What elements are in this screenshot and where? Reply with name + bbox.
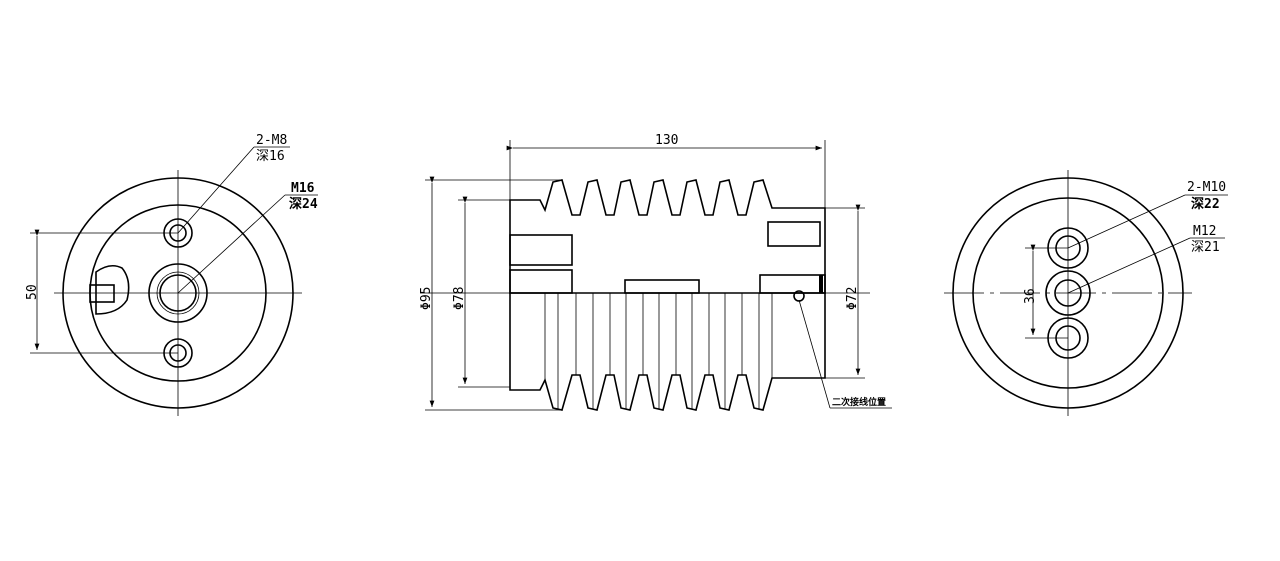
m16-center-hole xyxy=(148,263,208,323)
wiring-pocket xyxy=(95,264,130,315)
callout-depth-24: 深24 xyxy=(289,196,318,212)
dim-phi95: Φ95 xyxy=(419,287,434,310)
right-end-view: 36 2-M10 深22 M12 深21 xyxy=(944,170,1228,416)
m10-insert xyxy=(767,221,821,247)
callout-depth-16: 深16 xyxy=(256,149,285,164)
lower-shed-outline xyxy=(509,293,826,411)
dim-36: 36 xyxy=(1023,288,1038,304)
wiring-insert xyxy=(509,269,573,294)
callout-depth-21: 深21 xyxy=(1191,240,1220,255)
dim-130: 130 xyxy=(655,133,678,148)
secondary-wiring-label: 二次接线位置 xyxy=(832,396,886,408)
callout-m12: M12 xyxy=(1193,224,1216,239)
callout-2-m8: 2-M8 xyxy=(256,133,287,148)
callout-m16: M16 xyxy=(291,181,315,196)
upper-section-hatch xyxy=(509,179,826,294)
dim-phi72: Φ72 xyxy=(845,287,860,310)
callout-depth-22: 深22 xyxy=(1191,196,1220,212)
dim-phi78: Φ78 xyxy=(452,287,467,310)
callout-2-m10: 2-M10 xyxy=(1187,180,1226,195)
m8-insert xyxy=(509,234,573,266)
dim-50: 50 xyxy=(25,284,40,300)
side-section-view: 130 Φ95 Φ78 Φ72 二次接线位置 xyxy=(419,133,892,411)
left-end-view: 50 2-M8 深16 M16 深24 xyxy=(25,133,318,416)
m12-center-hole xyxy=(1045,270,1091,316)
